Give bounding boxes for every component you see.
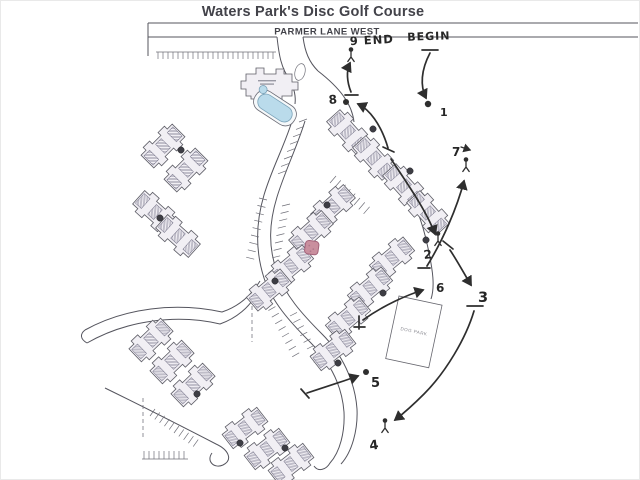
building-number-badge (334, 359, 342, 367)
hole-8-label: 8 (328, 92, 338, 107)
hole-4-label: 4 (368, 438, 379, 454)
apartment-building (307, 325, 359, 375)
hole-7-label: 7 (452, 145, 460, 159)
parking-spaces (277, 118, 308, 175)
building-number-badge (156, 214, 164, 222)
pool (257, 93, 293, 123)
hole-1-label: 1 (440, 106, 448, 119)
hole-7-flight-path (426, 179, 468, 267)
landscape-island (294, 63, 306, 81)
parking-spaces (143, 451, 185, 459)
building-number-badge (406, 167, 414, 175)
hole-4-flight-path (393, 310, 475, 422)
hole-1-basket (424, 100, 432, 108)
dog-park: DOG PARK (385, 295, 443, 369)
pool-area (253, 85, 297, 127)
hole-2-tee-marker (382, 146, 395, 153)
hole-5-label: 5 (371, 376, 380, 391)
hole-1-flight-path (416, 52, 431, 100)
building-number-badge (236, 439, 244, 447)
building-number-badge (271, 277, 279, 285)
hole-8-basket (343, 99, 349, 105)
hole-3-flight-path (449, 249, 472, 287)
hole-6-tee-marker (353, 315, 366, 330)
building-number-badge (369, 125, 377, 133)
hole-5-flight-path (306, 373, 360, 394)
building-number-badge (422, 236, 430, 244)
building-number-badge (281, 444, 289, 452)
building-number-badge (193, 390, 201, 398)
road-central (257, 117, 358, 471)
hole-7-basket (462, 156, 470, 173)
hole-6-label: 6 (436, 281, 444, 295)
hole-5-basket (363, 369, 369, 375)
parking-spaces (272, 203, 291, 259)
hole-7-pointer-arrow (460, 143, 472, 153)
building-number-badges (156, 125, 430, 452)
end-label: 9 END (349, 32, 394, 48)
building-number-badge (177, 146, 185, 154)
dog-park-label: DOG PARK (400, 326, 428, 337)
parking-spaces (264, 299, 300, 358)
hole-4-basket (381, 417, 389, 434)
building-number-badge (379, 289, 387, 297)
hole-6-flight-path (362, 286, 425, 321)
page-title: Waters Park's Disc Golf Course (202, 4, 424, 20)
hole-3-label: 3 (478, 290, 488, 306)
hole-9-flight-path (340, 61, 352, 93)
pink-highlight-marker (304, 239, 320, 256)
hole-5-tee-marker (300, 388, 310, 399)
parking-spaces (246, 197, 268, 260)
pool-spa (258, 85, 268, 94)
road-label: PARMER LANE WEST (274, 27, 379, 38)
parking-spaces (157, 52, 274, 59)
parking-spaces (149, 408, 199, 447)
building-number-badge (323, 201, 331, 209)
hole-8-flight-path (356, 102, 389, 149)
hole-2-flight-path (390, 158, 438, 236)
hole-2-label: 2 (423, 247, 433, 262)
road-parmer-lane: PARMER LANE WEST (147, 22, 638, 56)
hole-9-basket (347, 46, 355, 63)
hole-3-tee-marker (442, 240, 454, 250)
begin-label: BEGIN (407, 29, 451, 44)
